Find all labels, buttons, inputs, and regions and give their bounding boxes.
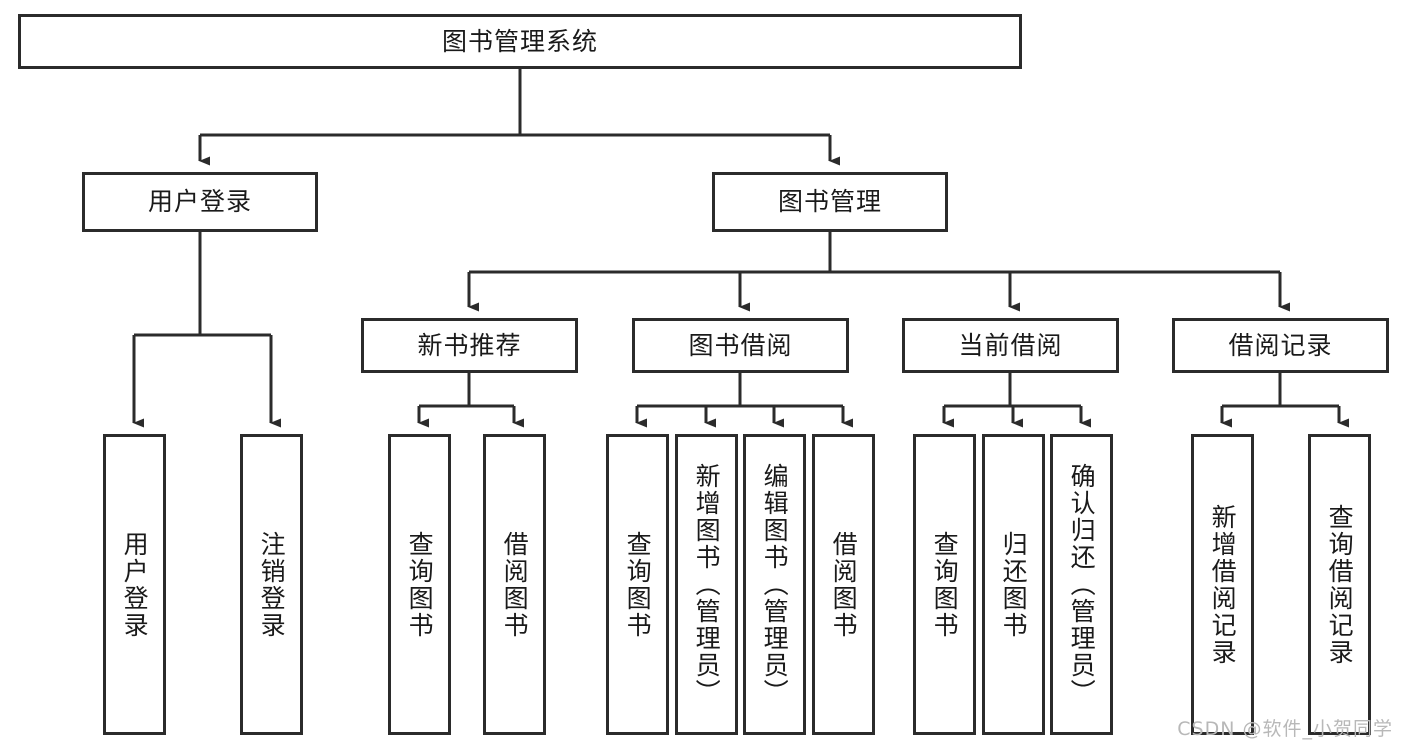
node-leaf-return-book-label: 归还图书: [999, 530, 1029, 639]
node-new-book-recommend[interactable]: 新书推荐: [361, 318, 578, 373]
node-book-borrow[interactable]: 图书借阅: [632, 318, 849, 373]
node-leaf-query-book-recommend-label: 查询图书: [405, 530, 435, 639]
node-borrow-records-label: 借阅记录: [1228, 330, 1333, 360]
watermark-text: CSDN @软件_小贺同学: [1177, 718, 1393, 740]
node-leaf-logout-label: 注销登录: [257, 530, 287, 639]
node-user-login[interactable]: 用户登录: [82, 172, 318, 232]
node-leaf-borrow-book-label: 借阅图书: [829, 530, 859, 639]
node-leaf-borrow-book[interactable]: 借阅图书: [812, 434, 875, 735]
node-root[interactable]: 图书管理系统: [18, 14, 1022, 69]
node-leaf-borrow-book-recommend-label: 借阅图书: [500, 530, 530, 639]
node-leaf-add-book-admin[interactable]: 新增图书（管理员）: [675, 434, 738, 735]
node-current-borrow[interactable]: 当前借阅: [902, 318, 1119, 373]
node-leaf-query-book-current-label: 查询图书: [930, 530, 960, 639]
node-leaf-query-book-borrow-label: 查询图书: [623, 530, 653, 639]
node-leaf-user-login[interactable]: 用户登录: [103, 434, 166, 735]
node-leaf-query-book-borrow[interactable]: 查询图书: [606, 434, 669, 735]
node-leaf-add-book-admin-label: 新增图书（管理员）: [692, 463, 722, 706]
node-leaf-query-borrow-record[interactable]: 查询借阅记录: [1308, 434, 1371, 735]
node-book-management-label: 图书管理: [777, 187, 882, 216]
node-leaf-query-book-recommend[interactable]: 查询图书: [388, 434, 451, 735]
node-root-label: 图书管理系统: [441, 26, 598, 56]
node-borrow-records[interactable]: 借阅记录: [1172, 318, 1389, 373]
node-book-borrow-label: 图书借阅: [688, 330, 793, 360]
node-leaf-query-borrow-record-label: 查询借阅记录: [1325, 503, 1355, 666]
node-leaf-logout[interactable]: 注销登录: [240, 434, 303, 735]
node-user-login-label: 用户登录: [147, 187, 252, 216]
node-book-management[interactable]: 图书管理: [712, 172, 948, 232]
node-leaf-add-borrow-record[interactable]: 新增借阅记录: [1191, 434, 1254, 735]
node-leaf-edit-book-admin-label: 编辑图书（管理员）: [760, 463, 790, 706]
node-leaf-return-book[interactable]: 归还图书: [982, 434, 1045, 735]
node-leaf-user-login-label: 用户登录: [120, 530, 150, 639]
node-leaf-borrow-book-recommend[interactable]: 借阅图书: [483, 434, 546, 735]
node-leaf-edit-book-admin[interactable]: 编辑图书（管理员）: [743, 434, 806, 735]
node-new-book-recommend-label: 新书推荐: [417, 330, 522, 360]
node-leaf-confirm-return-admin[interactable]: 确认归还（管理员）: [1050, 434, 1113, 735]
node-current-borrow-label: 当前借阅: [958, 330, 1063, 360]
node-leaf-confirm-return-admin-label: 确认归还（管理员）: [1067, 463, 1097, 706]
node-leaf-add-borrow-record-label: 新增借阅记录: [1208, 503, 1238, 666]
node-leaf-query-book-current[interactable]: 查询图书: [913, 434, 976, 735]
